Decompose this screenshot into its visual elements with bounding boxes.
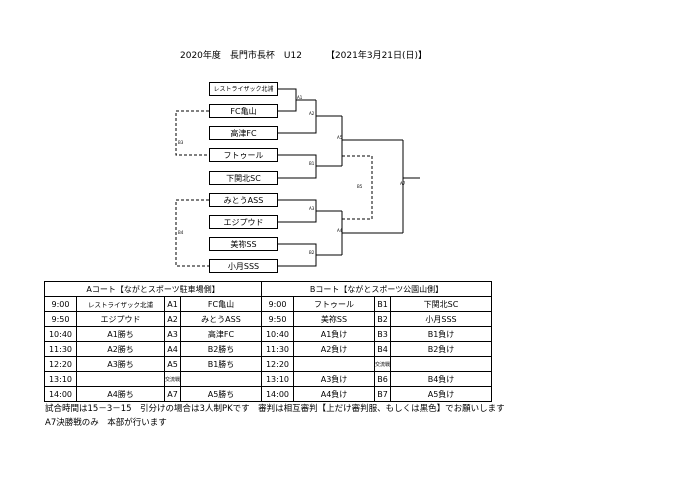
match-label-b2: B2 bbox=[309, 250, 315, 255]
match-label-b5: B5 bbox=[357, 184, 363, 189]
match-cell: B7 bbox=[374, 386, 391, 402]
match-cell: 交流戦 bbox=[374, 356, 391, 372]
table-row: 10:40 A1勝ち A3 高津FC 10:40 A1負け B3 B1負け bbox=[44, 326, 493, 342]
match-label-a4: A4 bbox=[337, 228, 343, 233]
team-cell: B2負け bbox=[389, 341, 493, 357]
rules-note: 試合時間は15－3－15 引分けの場合は3人制PKです 審判は相互審判【上だけ審… bbox=[45, 404, 505, 414]
match-label-a5: A5 bbox=[337, 135, 343, 140]
match-cell: A5 bbox=[164, 356, 181, 372]
time-cell: 11:30 bbox=[261, 341, 294, 357]
time-cell: 12:20 bbox=[44, 356, 77, 372]
table-header-row: Aコート【ながとスポーツ駐車場側】 Bコート【ながとスポーツ公園山側】 bbox=[44, 281, 493, 297]
tournament-bracket: A1 A2 B3 A5 B1 B5 A7 A3 B4 A4 B2 bbox=[175, 88, 420, 267]
team-cell bbox=[389, 356, 493, 372]
team-cell bbox=[180, 371, 262, 387]
team-cell: A4勝ち bbox=[76, 386, 165, 402]
time-cell: 14:00 bbox=[261, 386, 294, 402]
table-row: 9:00 レストライザック北浦 A1 FC亀山 9:00 フトゥール B1 下関… bbox=[44, 296, 493, 312]
team-box: 美祢SS bbox=[209, 237, 278, 251]
match-cell: A7 bbox=[164, 386, 181, 402]
team-cell: A1勝ち bbox=[76, 326, 165, 342]
match-cell: 交流戦 bbox=[164, 371, 181, 387]
match-cell: A3 bbox=[164, 326, 181, 342]
time-cell: 14:00 bbox=[44, 386, 77, 402]
match-cell: B2 bbox=[374, 311, 391, 327]
team-box: FC亀山 bbox=[209, 104, 278, 118]
team-cell: レストライザック北浦 bbox=[76, 296, 165, 312]
tournament-date: 【2021年3月21日(日)】 bbox=[325, 51, 428, 61]
team-cell: みとうASS bbox=[180, 311, 262, 327]
tournament-title: 2020年度 長門市長杯 U12 bbox=[180, 51, 302, 61]
table-row: 12:20 A3勝ち A5 B1勝ち 12:20 交流戦 bbox=[44, 356, 493, 372]
court-a-title: Aコート【ながとスポーツ駐車場側】 bbox=[44, 281, 262, 297]
team-cell bbox=[76, 371, 165, 387]
match-cell: B3 bbox=[374, 326, 391, 342]
final-note: A7決勝戦のみ 本部が行います bbox=[45, 418, 167, 428]
match-label-b1: B1 bbox=[309, 161, 315, 166]
match-cell: B4 bbox=[374, 341, 391, 357]
team-cell: A1負け bbox=[293, 326, 375, 342]
team-cell: A2負け bbox=[293, 341, 375, 357]
team-box: レストライザック北浦 bbox=[209, 82, 278, 96]
team-cell: 高津FC bbox=[180, 326, 262, 342]
match-cell: B6 bbox=[374, 371, 391, 387]
match-label-a7: A7 bbox=[400, 181, 406, 186]
time-cell: 10:40 bbox=[261, 326, 294, 342]
team-cell: A3勝ち bbox=[76, 356, 165, 372]
match-label-a2: A2 bbox=[309, 111, 315, 116]
team-box: 高津FC bbox=[209, 126, 278, 140]
time-cell: 9:00 bbox=[261, 296, 294, 312]
match-cell: A4 bbox=[164, 341, 181, 357]
match-cell: B1 bbox=[374, 296, 391, 312]
table-row: 13:10 交流戦 13:10 A3負け B6 B4負け bbox=[44, 371, 493, 387]
schedule-table: Aコート【ながとスポーツ駐車場側】 Bコート【ながとスポーツ公園山側】 9:00… bbox=[44, 281, 493, 402]
team-box: みとうASS bbox=[209, 193, 278, 207]
team-cell: B4負け bbox=[389, 371, 493, 387]
team-cell: エジプウド bbox=[76, 311, 165, 327]
time-cell: 11:30 bbox=[44, 341, 77, 357]
team-cell: フトゥール bbox=[293, 296, 375, 312]
team-cell: 下関北SC bbox=[389, 296, 493, 312]
team-cell: 美祢SS bbox=[293, 311, 375, 327]
team-box: エジプウド bbox=[209, 215, 278, 229]
match-cell: A1 bbox=[164, 296, 181, 312]
time-cell: 9:50 bbox=[44, 311, 77, 327]
time-cell: 12:20 bbox=[261, 356, 294, 372]
table-row: 9:50 エジプウド A2 みとうASS 9:50 美祢SS B2 小月SSS bbox=[44, 311, 493, 327]
team-cell: B1負け bbox=[389, 326, 493, 342]
team-box: フトゥール bbox=[209, 148, 278, 162]
time-cell: 9:00 bbox=[44, 296, 77, 312]
team-cell: A3負け bbox=[293, 371, 375, 387]
team-cell: A2勝ち bbox=[76, 341, 165, 357]
team-cell: A5勝ち bbox=[180, 386, 262, 402]
team-cell: B1勝ち bbox=[180, 356, 262, 372]
team-box: 小月SSS bbox=[209, 259, 278, 273]
time-cell: 10:40 bbox=[44, 326, 77, 342]
table-row: 14:00 A4勝ち A7 A5勝ち 14:00 A4負け B7 A5負け bbox=[44, 386, 493, 402]
page-title: 2020年度 長門市長杯 U12 【2021年3月21日(日)】 bbox=[180, 48, 427, 61]
team-cell bbox=[293, 356, 375, 372]
team-box: 下関北SC bbox=[209, 171, 278, 185]
time-cell: 13:10 bbox=[261, 371, 294, 387]
time-cell: 9:50 bbox=[261, 311, 294, 327]
team-cell: A5負け bbox=[389, 386, 493, 402]
court-b-title: Bコート【ながとスポーツ公園山側】 bbox=[260, 281, 493, 297]
team-cell: B2勝ち bbox=[180, 341, 262, 357]
team-cell: 小月SSS bbox=[389, 311, 493, 327]
match-label-b4: B4 bbox=[178, 230, 184, 235]
time-cell: 13:10 bbox=[44, 371, 77, 387]
match-label-b3: B3 bbox=[178, 140, 184, 145]
match-label-a1: A1 bbox=[297, 95, 303, 100]
team-cell: A4負け bbox=[293, 386, 375, 402]
match-label-a3: A3 bbox=[309, 206, 315, 211]
table-row: 11:30 A2勝ち A4 B2勝ち 11:30 A2負け B4 B2負け bbox=[44, 341, 493, 357]
team-cell: FC亀山 bbox=[180, 296, 262, 312]
match-cell: A2 bbox=[164, 311, 181, 327]
